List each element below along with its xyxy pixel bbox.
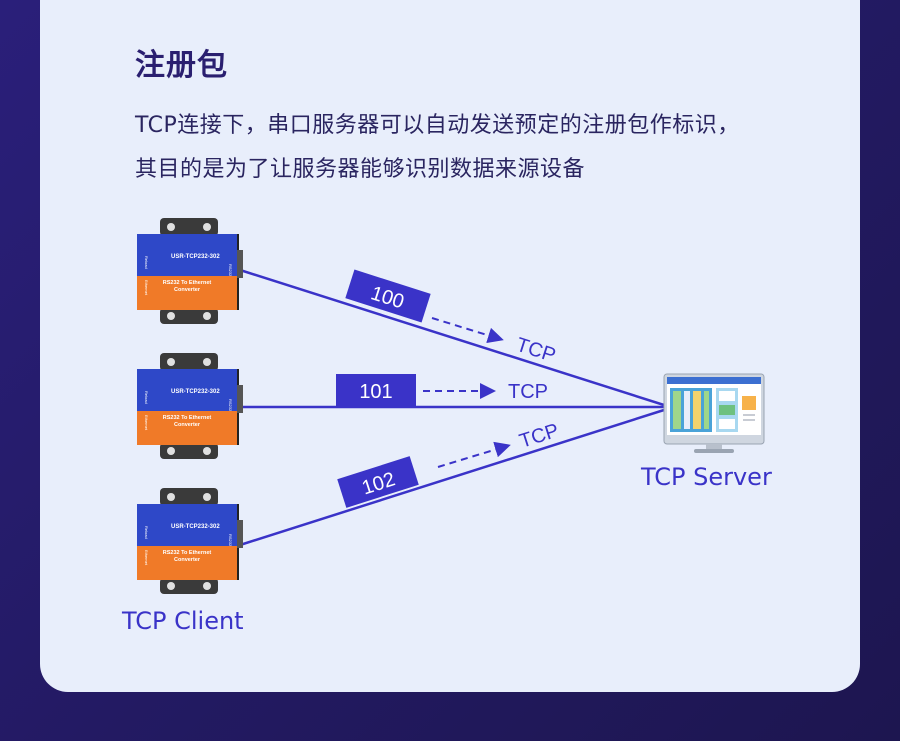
device-side-label: Reload: [144, 256, 149, 269]
protocol-label-2: TCP: [508, 381, 548, 403]
client-label: TCP Client: [122, 607, 244, 635]
device-subtitle-line-1: RS232 To Ethernet: [163, 280, 212, 286]
section-description: TCP连接下，串口服务器可以自动发送预定的注册包作标识， 其目的是为了让服务器能…: [135, 104, 855, 192]
serial-device-3: USR-TCP232-302 RS232 To Ethernet Convert…: [137, 488, 243, 594]
protocol-label-3: TCP: [517, 420, 562, 453]
server-monitor-icon: [663, 373, 765, 453]
device-model: USR-TCP232-302: [171, 524, 220, 530]
device-subtitle-line-2: Converter: [174, 557, 201, 563]
device-ethernet-label: Ethernet: [144, 415, 149, 431]
dashed-arrow-3: [437, 441, 511, 468]
server-label: TCP Server: [641, 463, 772, 491]
device-port-label: RS232: [228, 264, 233, 277]
description-line-2: 其目的是为了让服务器能够识别数据来源设备: [135, 157, 586, 182]
device-model: USR-TCP232-302: [171, 389, 220, 395]
device-port-label: RS232: [228, 399, 233, 412]
connection-line-1: [239, 268, 665, 407]
serial-device-2: USR-TCP232-302 RS232 To Ethernet Convert…: [137, 353, 243, 459]
dashed-arrow-1: [431, 317, 504, 344]
device-subtitle-line-1: RS232 To Ethernet: [163, 415, 212, 421]
protocol-label-1: TCP: [513, 334, 558, 367]
packet-101: 101: [336, 374, 416, 406]
device-side-label: Reload: [144, 391, 149, 404]
packet-100: 100: [345, 269, 431, 323]
packet-id: 101: [359, 381, 392, 403]
section-title: 注册包: [135, 48, 228, 83]
device-side-label: Reload: [144, 526, 149, 539]
serial-device-1: USR-TCP232-302 RS232 To Ethernet Convert…: [137, 218, 243, 324]
device-subtitle-line-2: Converter: [174, 422, 201, 428]
device-ethernet-label: Ethernet: [144, 550, 149, 566]
device-model: USR-TCP232-302: [171, 254, 220, 260]
description-line-1: TCP连接下，串口服务器可以自动发送预定的注册包作标识，: [135, 113, 740, 138]
packet-tag: [337, 456, 419, 508]
packet-tag: [345, 269, 431, 323]
device-ethernet-label: Ethernet: [144, 280, 149, 296]
packet-tag: [336, 374, 416, 406]
device-port-label: RS232: [228, 534, 233, 547]
connection-line-3: [239, 408, 665, 547]
device-subtitle-line-1: RS232 To Ethernet: [163, 550, 212, 556]
device-subtitle-line-2: Converter: [174, 287, 201, 293]
